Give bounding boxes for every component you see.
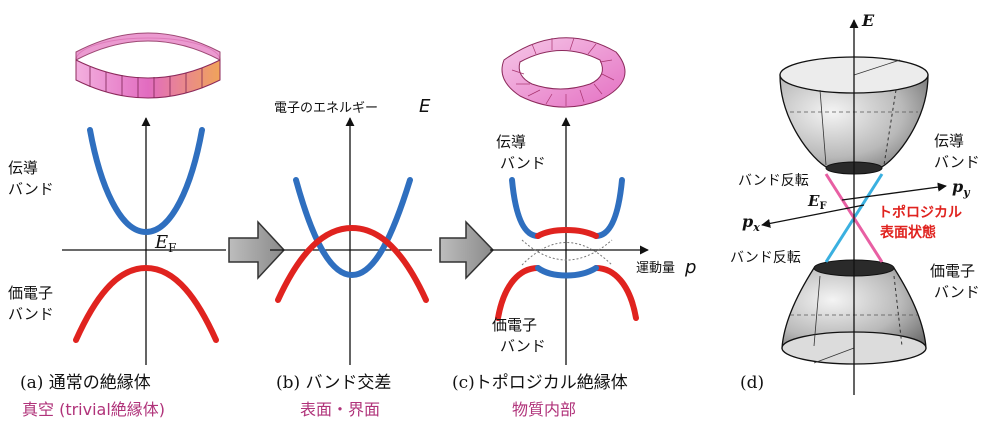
py-label: p	[952, 177, 963, 196]
svg-text:EF: EF	[807, 192, 827, 212]
conduction-band	[87, 127, 205, 236]
fermi-level-label: E	[807, 192, 820, 210]
px-axis	[761, 204, 865, 228]
cond-band-label-2: バンド	[934, 153, 980, 171]
conduction-band-red	[535, 227, 599, 239]
subcaption-a: 真空 (trivial絶縁体)	[22, 400, 165, 419]
px-label: p	[742, 212, 753, 231]
panel-a: 伝導 バンド 価電子 バンド EF (a) 通常の絶縁体 真空 (trivial…	[8, 32, 226, 419]
val-band-label: 価電子	[8, 284, 53, 302]
px-sub: x	[752, 221, 760, 234]
valence-band-blue	[535, 265, 599, 279]
fermi-level-sub: F	[819, 201, 826, 212]
caption-a: (a) 通常の絶縁体	[20, 373, 151, 393]
trivial-ring-icon	[75, 32, 221, 99]
panel-d: E 伝導 バンド 価電子 バンド バンド反転 バンド反転 EF py px トポ…	[730, 11, 980, 395]
surface-state-label-2: 表面状態	[879, 224, 936, 241]
subcaption-b: 表面・界面	[300, 400, 380, 419]
original-band-guide	[521, 242, 613, 266]
conduction-band	[293, 177, 413, 279]
band-inversion-lower: バンド反転	[730, 250, 801, 266]
transition-arrow-icon	[228, 220, 286, 280]
conduction-band-blue	[509, 177, 541, 239]
svg-text:バンド: バンド	[8, 180, 54, 198]
momentum-axis-label: 運動量	[636, 261, 675, 276]
svg-text:伝導: 伝導	[8, 159, 38, 177]
subcaption-c: 物質内部	[512, 400, 576, 419]
svg-text:EF: EF	[154, 232, 176, 255]
cond-band-label: 伝導	[496, 133, 526, 151]
svg-text:py: py	[952, 177, 971, 199]
svg-text:バンド: バンド	[8, 305, 54, 323]
energy-axis-label: 電子のエネルギー	[274, 101, 378, 116]
cond-band-label: 伝導	[8, 159, 38, 177]
cond-band-label-2: バンド	[8, 180, 54, 198]
conduction-band-blue	[593, 177, 625, 239]
topological-ring-icon	[501, 37, 626, 108]
svg-text:px: px	[742, 212, 760, 234]
valence-band-red	[593, 265, 639, 321]
surface-state-label: トポロジカル	[878, 204, 962, 221]
band-inversion-upper: バンド反転	[738, 173, 809, 189]
cond-band-label-2: バンド	[500, 154, 546, 172]
transition-arrow-icon	[439, 220, 495, 280]
fermi-level-sub: F	[168, 241, 176, 255]
svg-text:価電子: 価電子	[8, 284, 53, 302]
val-band-label: 価電子	[930, 262, 975, 280]
val-band-label: 価電子	[492, 316, 537, 334]
py-sub: y	[962, 186, 971, 199]
valence-band	[275, 224, 429, 303]
caption-b: (b) バンド交差	[276, 373, 391, 393]
cond-band-label: 伝導	[934, 132, 964, 150]
energy-axis-symbol: E	[419, 96, 431, 117]
original-band-guide	[521, 239, 613, 261]
valence-band-red	[495, 265, 541, 321]
caption-c: (c)トポロジカル絶縁体	[452, 373, 628, 393]
val-band-label-2: バンド	[8, 305, 54, 323]
val-band-label-2: バンド	[934, 283, 980, 301]
valence-band	[73, 264, 219, 343]
py-axis	[841, 182, 947, 201]
panel-c: 伝導 バンド 価電子 バンド 運動量 p (c)トポロジカル絶縁体 物質内部	[452, 37, 696, 419]
energy-axis-symbol: E	[861, 11, 875, 30]
fermi-level-label: E	[154, 232, 168, 253]
caption-d: (d)	[740, 373, 764, 393]
panel-b: 電子のエネルギー E (b) バンド交差 表面・界面	[270, 96, 432, 419]
val-band-label-2: バンド	[500, 337, 546, 355]
momentum-axis-symbol: p	[684, 257, 696, 278]
